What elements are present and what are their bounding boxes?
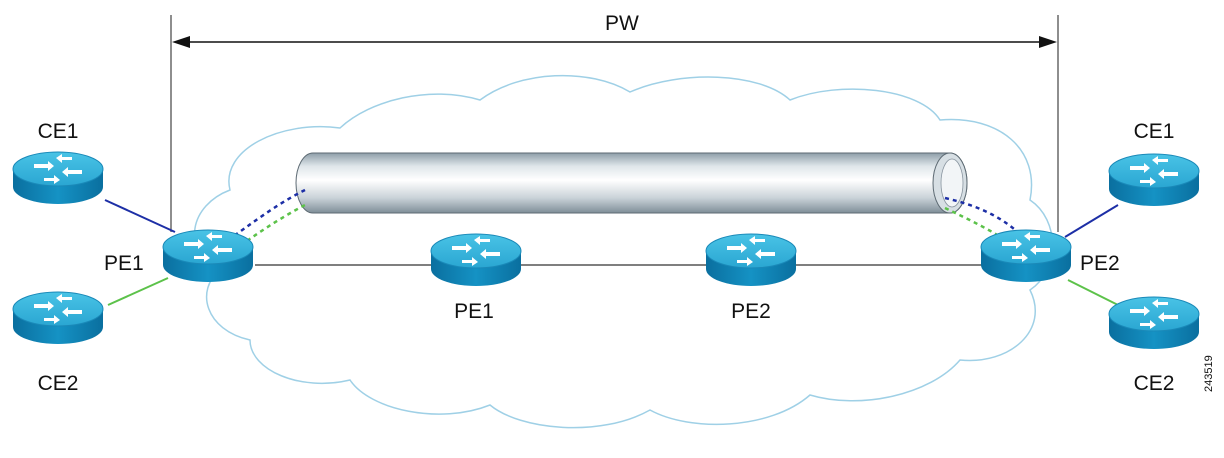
router-ce1-left-icon bbox=[12, 151, 104, 205]
network-cloud bbox=[193, 74, 1054, 429]
link-ce1-right-pe2 bbox=[1064, 204, 1119, 238]
label-ce2-left: CE2 bbox=[38, 372, 79, 395]
figure-id: 243519 bbox=[1203, 355, 1215, 392]
router-pe1-edge-icon bbox=[162, 229, 254, 283]
router-ce1-right-icon bbox=[1108, 153, 1200, 207]
vc-blue-right bbox=[944, 196, 1023, 237]
pw-label: PW bbox=[605, 12, 639, 35]
label-pe2-edge: PE2 bbox=[1080, 252, 1120, 275]
router-pe1-core-icon bbox=[430, 233, 522, 287]
pw-arrowhead-left bbox=[172, 36, 190, 48]
label-pe1-core: PE1 bbox=[454, 300, 494, 323]
label-ce2-right: CE2 bbox=[1134, 372, 1175, 395]
link-ce1-left-pe1 bbox=[104, 199, 176, 233]
label-ce1-right: CE1 bbox=[1134, 120, 1175, 143]
router-ce2-left-icon bbox=[12, 291, 104, 345]
label-pe1-edge: PE1 bbox=[104, 252, 144, 275]
router-pe2-core-icon bbox=[705, 233, 797, 287]
router-ce2-right-icon bbox=[1108, 296, 1200, 350]
pw-arrowhead-right bbox=[1039, 36, 1057, 48]
router-pe2-edge-icon bbox=[980, 229, 1072, 283]
link-ce2-left-pe1 bbox=[107, 277, 169, 306]
label-ce1-left: CE1 bbox=[38, 120, 79, 143]
pseudowire-tunnel bbox=[295, 152, 968, 214]
label-pe2-core: PE2 bbox=[731, 300, 771, 323]
link-ce2-right-pe2 bbox=[1067, 279, 1119, 306]
